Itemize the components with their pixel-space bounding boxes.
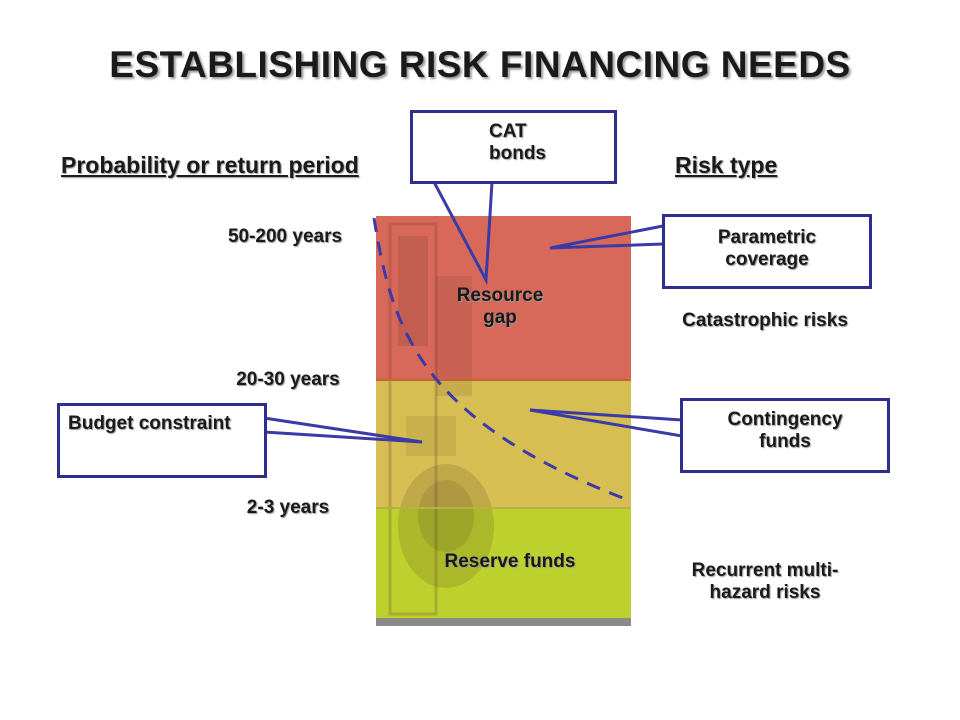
risk-layer-stack — [376, 216, 631, 626]
recurrent-band — [376, 508, 631, 618]
budget-callout: Budget constraint — [57, 403, 267, 478]
cat-bonds-callout: CAT bonds — [410, 110, 617, 184]
contingency-text: Contingency funds — [727, 409, 843, 452]
parametric-pointer — [549, 224, 664, 250]
budget-pointer — [263, 416, 423, 444]
contingency-pointer — [529, 408, 683, 438]
return-period-label: 20-30 years — [236, 369, 340, 390]
probability-header: Probability or return period — [61, 152, 359, 178]
cat-bonds-pointer — [432, 181, 494, 286]
catastrophic-risks-label: Catastrophic risks — [682, 310, 848, 331]
banknote-texture — [376, 222, 631, 626]
intermediate-band — [376, 380, 631, 508]
resource-gap-label: Resource gap — [456, 285, 544, 328]
catastrophic-band — [376, 216, 631, 380]
risk-type-header: Risk type — [675, 152, 778, 178]
return-period-label: 50-200 years — [227, 226, 343, 247]
contingency-callout: Contingency funds — [680, 398, 890, 473]
parametric-callout: Parametric coverage — [662, 214, 872, 289]
cat-bonds-text: CAT bonds — [489, 121, 546, 164]
reserve-funds-label: Reserve funds — [444, 551, 576, 572]
budget-text: Budget constraint — [68, 413, 231, 434]
recurrent-risks-label: Recurrent multi- hazard risks — [691, 560, 839, 603]
return-period-label: 2-3 years — [246, 497, 330, 518]
parametric-text: Parametric coverage — [717, 227, 817, 270]
budget-constraint-curve — [372, 217, 629, 502]
slide-title: ESTABLISHING RISK FINANCING NEEDS — [109, 44, 851, 85]
